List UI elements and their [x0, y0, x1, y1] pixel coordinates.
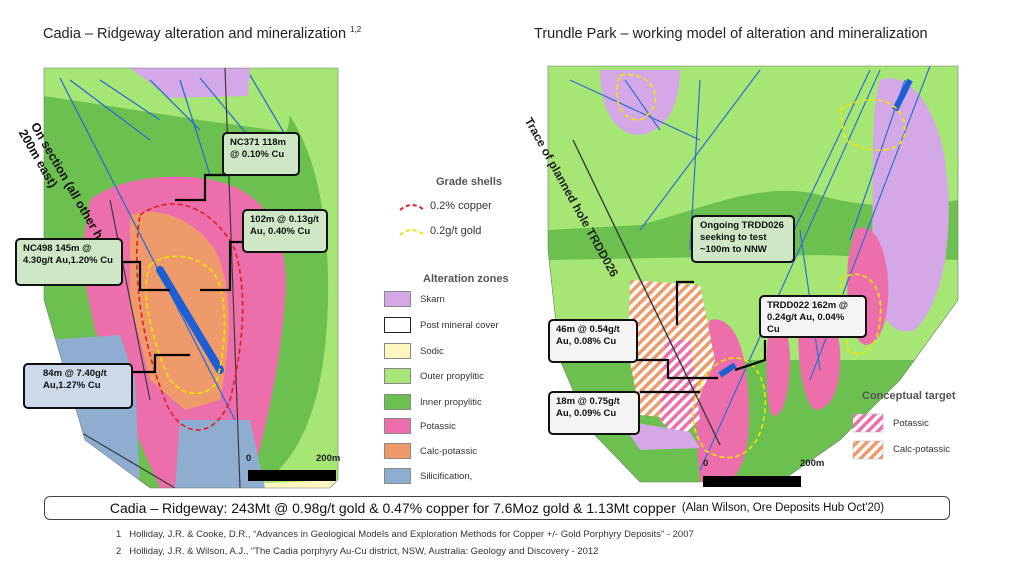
- summary-box: Cadia – Ridgeway: 243Mt @ 0.98g/t gold &…: [44, 496, 950, 520]
- upper-intercept: [892, 78, 913, 112]
- callout-trdd022-line1: TRDD022 162m @: [767, 300, 849, 311]
- trundle-potassic-narrow: [766, 319, 790, 416]
- left-title-text: Cadia – Ridgeway alteration and minerali…: [43, 25, 347, 42]
- callout-ongoing-line1: Ongoing TRDD026: [700, 220, 784, 231]
- callout-84m-line1: 84m @ 7.40g/t: [43, 368, 107, 379]
- copper-shell-swatch: [399, 204, 425, 211]
- left-title-superscript: 1,2: [350, 25, 362, 34]
- legend-silicification-label: Silicification,: [420, 470, 473, 482]
- callout-ongoing-line2: seeking to test: [700, 232, 767, 243]
- right-scale-bar: [703, 476, 801, 487]
- left-panel-title: Cadia – Ridgeway alteration and minerali…: [43, 25, 361, 42]
- inner-propylitic-swatch: [384, 394, 411, 410]
- legend-sodic-label: Sodic: [420, 345, 444, 357]
- callout-102m: 102m @ 0.13g/t Au, 0.40% Cu: [242, 209, 328, 253]
- legend-potassic: Potassic: [384, 418, 456, 434]
- silicification-zone-bottom: [175, 420, 265, 488]
- callout-18m-line1: 18m @ 0.75g/t: [556, 396, 620, 407]
- reference-2: 2 Holliday, J.R. & Wilson, A.J., “The Ca…: [116, 546, 598, 557]
- callout-nc498-line2: 4.30g/t Au,1.20% Cu: [23, 255, 113, 266]
- callout-nc371-line1: NC371 118m: [230, 137, 286, 148]
- legend-potassic-label: Potassic: [420, 420, 456, 432]
- callout-18m-line2: Au, 0.09% Cu: [556, 408, 617, 419]
- reference-1-text: Holliday, J.R. & Cooke, D.R., “Advances …: [129, 529, 694, 540]
- legend-calc-potassic-label: Calc-potassic: [420, 445, 478, 457]
- callout-84m-line2: Au,1.27% Cu: [43, 380, 101, 391]
- right-panel-title: Trundle Park – working model of alterati…: [534, 26, 928, 42]
- trundle-gold-shell-right: [839, 273, 882, 355]
- trundle-conceptual-potassic: [660, 340, 700, 440]
- right-scale-end: 200m: [800, 458, 825, 469]
- legend-inner-propylitic-label: Inner propylitic: [420, 396, 482, 408]
- callout-46m-line2: Au, 0.08% Cu: [556, 336, 617, 347]
- silicification-swatch: [384, 468, 411, 484]
- sodic-swatch: [384, 343, 411, 359]
- trundle-gold-shell-top-left: [616, 73, 656, 121]
- gold-shell-label: 0.2g/t gold: [430, 225, 482, 237]
- conceptual-target-heading: Conceptual target: [862, 390, 956, 402]
- calc-potassic-swatch: [384, 443, 411, 459]
- callout-nc498-line1: NC498 145m @: [23, 243, 92, 254]
- grade-shells-heading: Grade shells: [436, 176, 503, 188]
- nc498-intercept: [156, 266, 224, 374]
- callout-18m: 18m @ 0.75g/t Au, 0.09% Cu: [548, 391, 640, 435]
- callout-nc371-line2: @ 0.10% Cu: [230, 149, 285, 160]
- legend-inner-propylitic: Inner propylitic: [384, 394, 482, 410]
- reference-1: 1 Holliday, J.R. & Cooke, D.R., “Advance…: [116, 529, 694, 540]
- potassic-swatch: [384, 418, 411, 434]
- callout-trdd022: TRDD022 162m @ 0.24g/t Au, 0.04% Cu: [759, 295, 867, 338]
- gold-shell-swatch: [399, 229, 425, 236]
- outer-propylitic-swatch: [384, 368, 411, 384]
- alteration-zones-heading: Alteration zones: [423, 273, 509, 285]
- trundle-gold-shell: [692, 357, 766, 459]
- legend-sodic: Sodic: [384, 343, 444, 359]
- reference-2-number: 2: [116, 546, 122, 557]
- legend-post-mineral-cover: Post mineral cover: [384, 317, 499, 333]
- trundle-skarn-right: [871, 78, 949, 332]
- callout-46m: 46m @ 0.54g/t Au, 0.08% Cu: [548, 319, 638, 363]
- callout-84m: 84m @ 7.40g/t Au,1.27% Cu: [23, 363, 133, 409]
- callout-102m-line1: 102m @ 0.13g/t: [250, 214, 319, 225]
- callout-ongoing-line3: ~100m to NNW: [700, 244, 767, 255]
- skarn-swatch: [384, 291, 411, 307]
- conceptual-calc-potassic-swatch: [852, 440, 884, 460]
- left-scale-bar: [248, 470, 336, 481]
- copper-grade-shell: [136, 203, 244, 431]
- callout-46m-line1: 46m @ 0.54g/t: [556, 324, 620, 335]
- trace-line: [572, 139, 721, 446]
- conceptual-potassic-label: Potassic: [893, 418, 929, 429]
- summary-source-text: (Alan Wilson, Ore Deposits Hub Oct'20): [681, 502, 885, 514]
- copper-shell-label: 0.2% copper: [430, 200, 492, 212]
- silicification-zone-left: [44, 335, 140, 488]
- trdd022-intercept: [718, 362, 737, 378]
- callout-trdd022-line2: 0.24g/t Au, 0.04% Cu: [767, 312, 845, 335]
- callout-102m-line2: Au, 0.40% Cu: [250, 226, 311, 237]
- conceptual-calc-potassic-label: Calc-potassic: [893, 444, 951, 455]
- legend-outer-propylitic-label: Outer propylitic: [420, 370, 484, 382]
- reference-1-number: 1: [116, 529, 122, 540]
- trundle-skarn-bottom: [620, 420, 700, 450]
- trundle-gold-shell-top: [839, 98, 906, 151]
- right-callout-arrows: [636, 280, 767, 394]
- left-scale-start: 0: [246, 453, 252, 464]
- legend-post-mineral-label: Post mineral cover: [420, 319, 499, 331]
- left-scale-end: 200m: [316, 453, 341, 464]
- callout-nc371: NC371 118m @ 0.10% Cu: [222, 132, 300, 176]
- gold-grade-shell: [145, 255, 226, 395]
- trundle-skarn-top: [600, 70, 680, 135]
- cadia-geology: [44, 68, 338, 488]
- conceptual-potassic-swatch: [852, 413, 884, 433]
- callout-ongoing-trdd026: Ongoing TRDD026 seeking to test ~100m to…: [691, 215, 795, 263]
- legend-silicification: Silicification,: [384, 468, 472, 484]
- legend-calc-potassic: Calc-potassic: [384, 443, 477, 459]
- legend-skarn: Skarn: [384, 291, 445, 307]
- legend-outer-propylitic: Outer propylitic: [384, 368, 484, 384]
- callout-nc498: NC498 145m @ 4.30g/t Au,1.20% Cu: [15, 238, 123, 286]
- summary-main-text: Cadia – Ridgeway: 243Mt @ 0.98g/t gold &…: [109, 500, 676, 516]
- right-scale-start: 0: [703, 458, 709, 469]
- legend-skarn-label: Skarn: [420, 293, 445, 305]
- post-mineral-cover-swatch: [384, 317, 411, 333]
- reference-2-text: Holliday, J.R. & Wilson, A.J., “The Cadi…: [129, 546, 599, 557]
